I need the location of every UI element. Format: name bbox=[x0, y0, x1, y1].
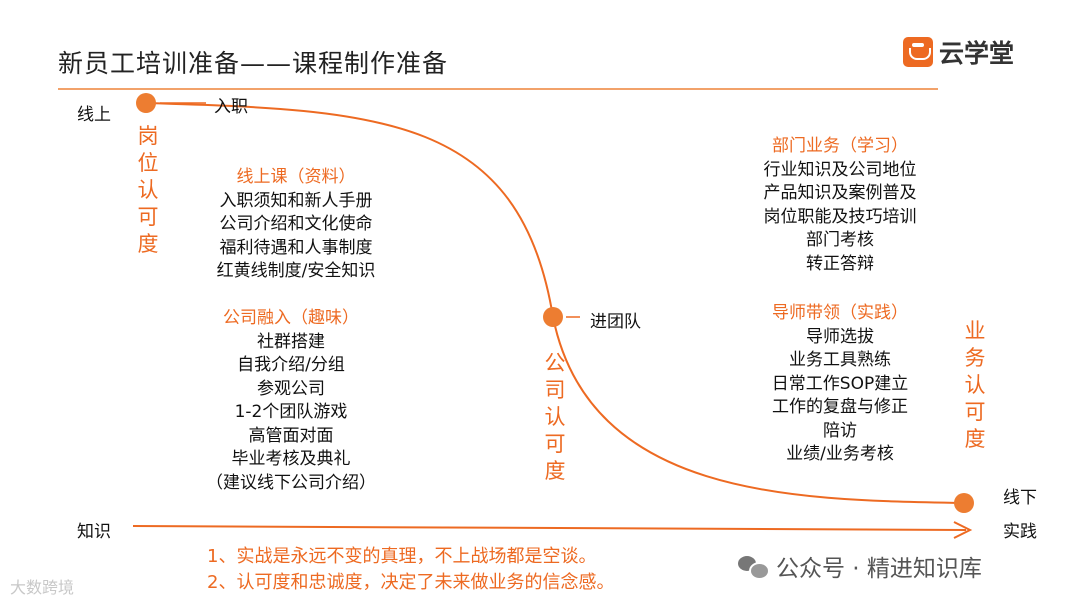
corner-watermark: 大数跨境 bbox=[10, 578, 75, 597]
mentor-block: 导师带领（实践） 导师选拔 业务工具熟练 日常工作SOP建立 工作的复盘与修正 … bbox=[735, 302, 945, 467]
list-item: 导师选拔 bbox=[806, 326, 874, 347]
entry-label: 入职 bbox=[214, 97, 248, 117]
list-item: 业务工具熟练 bbox=[789, 350, 891, 370]
list-item: 产品知识及案例普及 bbox=[763, 183, 917, 203]
team-point bbox=[543, 307, 563, 327]
online-course-block: 线上课（资料） 入职须知和新人手册 公司介绍和文化使命 福利待遇和人事制度 红黄… bbox=[196, 166, 396, 284]
list-item: 公司介绍和文化使命 bbox=[219, 214, 373, 234]
list-item: 日常工作SOP建立 bbox=[771, 373, 909, 394]
dept-business-heading: 部门业务（学习） bbox=[772, 136, 908, 156]
list-item: 福利待遇和人事制度 bbox=[219, 237, 373, 258]
list-item: 陪访 bbox=[823, 420, 857, 441]
list-item: 高管面对面 bbox=[248, 425, 334, 446]
list-item: 转正答辩 bbox=[806, 253, 874, 274]
list-item: 业绩/业务考核 bbox=[786, 444, 894, 464]
logo-icon bbox=[903, 37, 933, 67]
logo-text: 云学堂 bbox=[939, 39, 1015, 68]
team-label: 进团队 bbox=[590, 312, 641, 332]
practice-label: 实践 bbox=[1003, 522, 1037, 542]
list-item: 毕业考核及典礼 bbox=[231, 449, 351, 469]
list-item: 岗位职能及技巧培训 bbox=[763, 206, 917, 227]
watermark-text: 公众号 · 精进知识库 bbox=[776, 556, 982, 582]
post-recognition-label: 岗位认可度 bbox=[137, 124, 159, 256]
business-recognition-label: 业务认可度 bbox=[964, 319, 986, 451]
list-item: 入职须知和新人手册 bbox=[219, 190, 373, 211]
wechat-icon bbox=[738, 554, 770, 580]
notes: 1、实战是永远不变的真理，不上战场都是空谈。 2、认可度和忠诚度，决定了未来做业… bbox=[207, 544, 614, 596]
end-point bbox=[954, 493, 974, 513]
note-1: 1、实战是永远不变的真理，不上战场都是空谈。 bbox=[207, 546, 597, 567]
list-item: 自我介绍/分组 bbox=[237, 355, 345, 375]
company-fusion-block: 公司融入（趣味） 社群搭建 自我介绍/分组 参观公司 1-2个团队游戏 高管面对… bbox=[186, 307, 396, 495]
list-item: 1-2个团队游戏 bbox=[234, 402, 348, 422]
list-item: 红黄线制度/安全知识 bbox=[216, 261, 376, 281]
dept-business-block: 部门业务（学习） 行业知识及公司地位 产品知识及案例普及 岗位职能及技巧培训 部… bbox=[735, 135, 945, 276]
title-underline bbox=[58, 88, 938, 90]
brand-logo: 云学堂 bbox=[903, 34, 1014, 70]
offline-label: 线下 bbox=[1003, 488, 1037, 508]
list-item: 行业知识及公司地位 bbox=[763, 159, 917, 180]
list-item: 参观公司 bbox=[257, 378, 325, 399]
page-title: 新员工培训准备——课程制作准备 bbox=[58, 49, 449, 78]
list-item: 社群搭建 bbox=[257, 331, 325, 352]
online-course-heading: 线上课（资料） bbox=[236, 167, 356, 187]
list-item: （建议线下公司介绍） bbox=[206, 472, 376, 493]
mentor-heading: 导师带领（实践） bbox=[772, 303, 908, 323]
online-label: 线上 bbox=[77, 105, 111, 125]
knowledge-label: 知识 bbox=[77, 522, 111, 542]
knowledge-practice-axis bbox=[132, 525, 967, 531]
list-item: 部门考核 bbox=[806, 230, 874, 250]
entry-point bbox=[136, 93, 156, 113]
company-fusion-heading: 公司融入（趣味） bbox=[223, 308, 359, 328]
watermark: 公众号 · 精进知识库 bbox=[738, 549, 982, 583]
company-recognition-label: 公司认可度 bbox=[544, 351, 566, 483]
note-2: 2、认可度和忠诚度，决定了未来做业务的信念感。 bbox=[207, 572, 615, 593]
list-item: 工作的复盘与修正 bbox=[772, 397, 908, 417]
axis-arrowhead bbox=[953, 521, 973, 539]
